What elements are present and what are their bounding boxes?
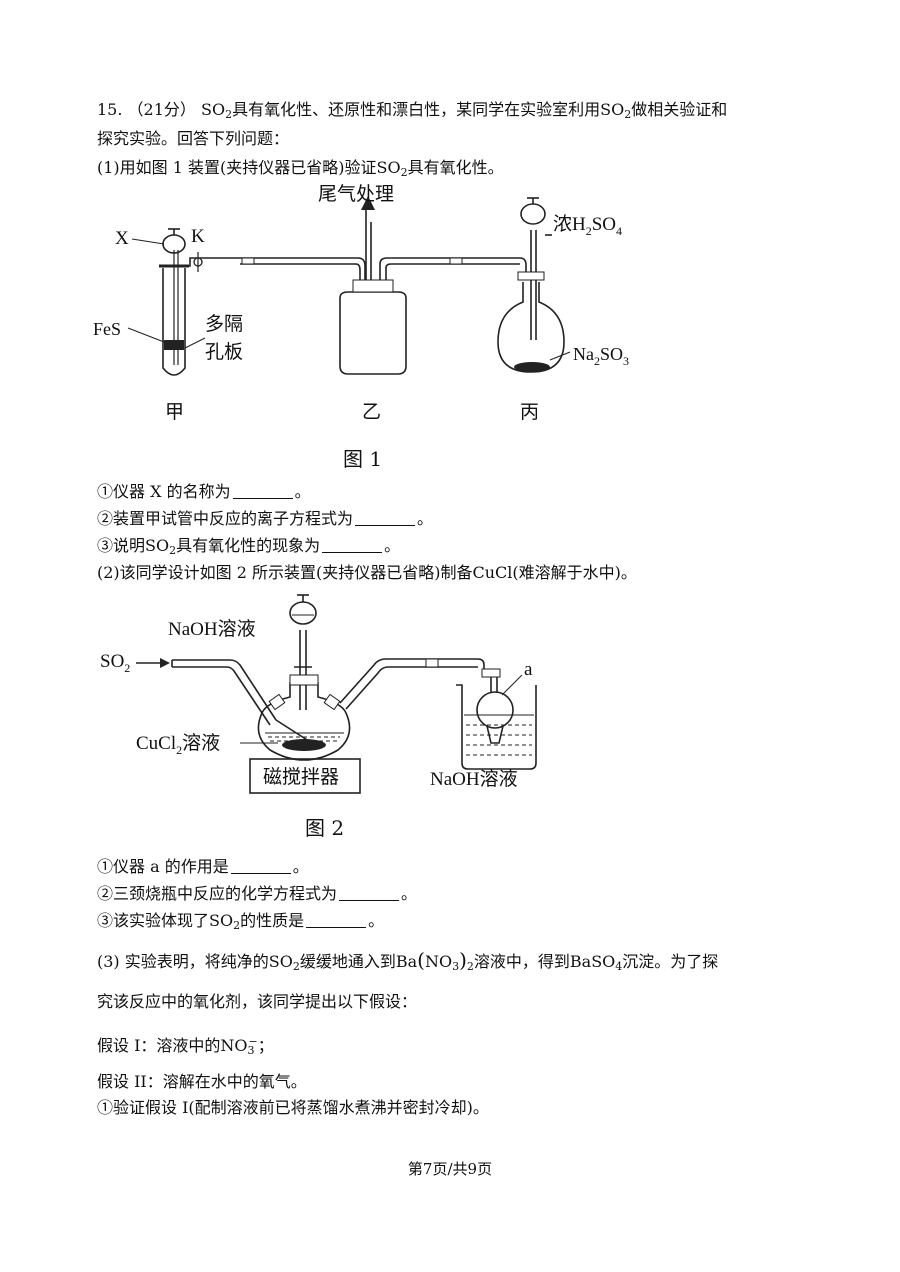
label-plate-1: 多隔 (205, 313, 243, 335)
label-yi: 乙 (362, 402, 381, 423)
label-naoh-funnel: NaOH溶液 (168, 618, 256, 640)
label-tail-gas: 尾气处理 (318, 183, 394, 205)
answer-blank[interactable] (230, 857, 291, 874)
label-na2so3: Na2SO3 (573, 344, 629, 368)
part1-item-3: ③说明SO2具有氧化性的现象为。 (97, 536, 401, 557)
answer-blank[interactable] (339, 884, 400, 901)
figure-2-apparatus: NaOH溶液 SO2 a CuCl2溶液 磁搅拌器 NaOH溶液 (100, 594, 537, 794)
label-cucl2: CuCl2溶液 (136, 732, 220, 757)
part2-intro: (2)该同学设计如图 2 所示装置(夹持仪器已省略)制备CuCl(难溶解于水中)… (97, 563, 637, 582)
label-a: a (524, 659, 533, 680)
question-score: （21分） (127, 100, 196, 119)
label-naoh-beaker: NaOH溶液 (430, 768, 518, 790)
part2-item-2: ②三颈烧瓶中反应的化学方程式为。 (97, 884, 418, 903)
part2-item-3: ③该实验体现了SO2的性质是。 (97, 911, 385, 932)
label-fes: FeS (93, 319, 121, 339)
part1-intro: (1)用如图 1 装置(夹持仪器已省略)验证SO2具有氧化性。 (97, 158, 504, 179)
label-bing: 丙 (520, 402, 539, 423)
hypothesis-2: 假设 II：溶解在水中的氧气。 (97, 1072, 307, 1091)
figure-1-caption: 图 1 (343, 447, 383, 471)
label-stirrer: 磁搅拌器 (263, 766, 339, 788)
question-line-1: 15. （21分） SO2具有氧化性、还原性和漂白性，某同学在实验室利用SO2做… (97, 100, 728, 121)
label-plate-2: 孔板 (205, 341, 243, 363)
label-k: K (191, 226, 205, 247)
part3-line-1: (3) 实验表明，将纯净的SO2缓缓地通入到Ba(NO3)2溶液中，得到BaSO… (97, 948, 719, 973)
answer-blank[interactable] (232, 482, 293, 499)
answer-blank[interactable] (322, 536, 383, 553)
figure-2-caption: 图 2 (305, 816, 345, 840)
figure-1-apparatus: 尾气处理 X K FeS 多隔 孔板 浓H2SO4 Na2SO3 甲 乙 丙 (93, 183, 629, 423)
part3-line-2: 究该反应中的氧化剂，该同学提出以下假设： (97, 992, 418, 1011)
page-footer: 第7页/共9页 (407, 1160, 493, 1178)
part1-item-2: ②装置甲试管中反应的离子方程式为。 (97, 509, 434, 528)
label-so2: SO2 (100, 651, 130, 675)
verify-hypothesis-1: ①验证假设 I(配制溶液前已将蒸馏水煮沸并密封冷却)。 (97, 1098, 489, 1117)
label-conc-h2so4: 浓H2SO4 (553, 213, 622, 238)
answer-blank[interactable] (355, 509, 416, 526)
label-jia: 甲 (165, 402, 184, 423)
part1-item-1: ①仪器 X 的名称为。 (97, 482, 311, 501)
label-x: X (115, 228, 129, 249)
hypothesis-1: 假设 I：溶液中的NO3−； (97, 1035, 274, 1057)
part2-item-1: ①仪器 a 的作用是。 (97, 857, 309, 876)
question-line-2: 探究实验。回答下列问题： (97, 129, 290, 148)
question-number: 15. (97, 100, 123, 119)
answer-blank[interactable] (306, 911, 367, 928)
